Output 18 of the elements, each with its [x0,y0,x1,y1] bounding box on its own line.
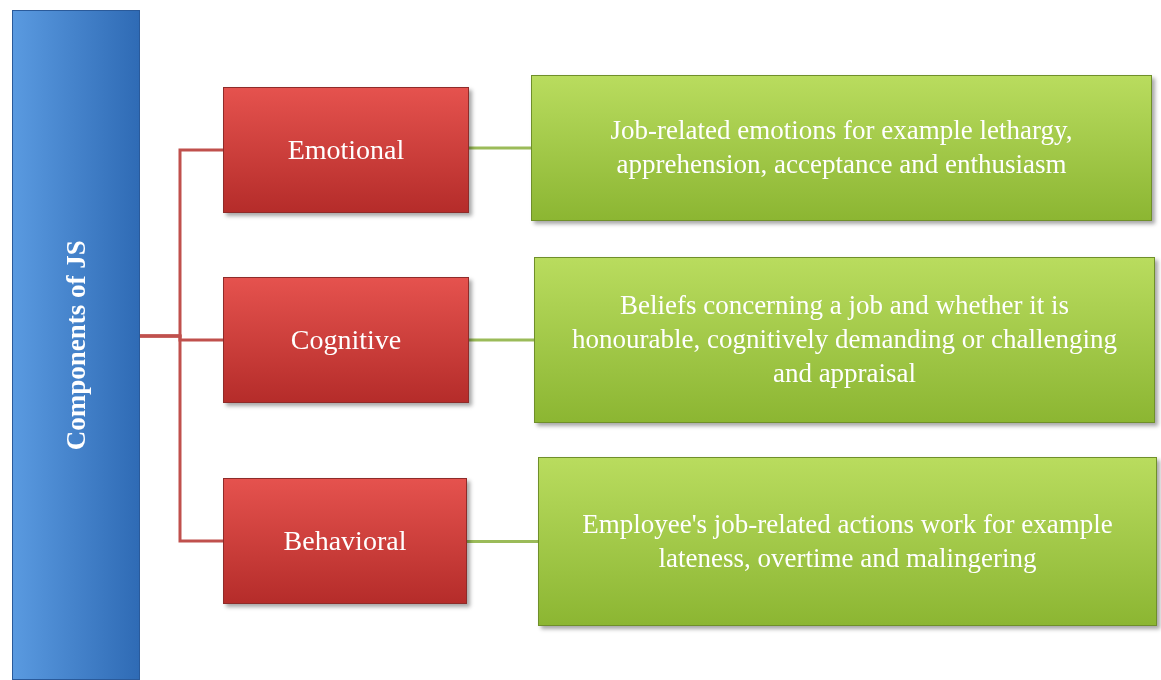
description-text: Employee's job-related actions work for example lateness, overtime and malingering [581,507,1114,575]
category-label: Behavioral [283,524,407,558]
description-text: Beliefs concerning a job and whether it is honourable, cognitively demanding or challenging and appraisal [570,289,1119,390]
category-box [223,277,469,403]
category-label: Emotional [287,133,405,167]
category-box [223,87,469,213]
description-box [534,257,1155,423]
connector-line [469,338,534,342]
connector-line [467,540,538,543]
description-box [538,457,1157,626]
connector-line [469,146,531,150]
title-text: Components of JS [59,240,92,450]
connector-line [140,334,223,543]
title-bar [12,10,140,680]
description-box [531,75,1152,221]
description-text: Job-related emotions for example lethargy, apprehension, acceptance and enthusiasm [609,114,1074,181]
category-box [223,478,467,604]
category-label: Cognitive [290,323,402,357]
